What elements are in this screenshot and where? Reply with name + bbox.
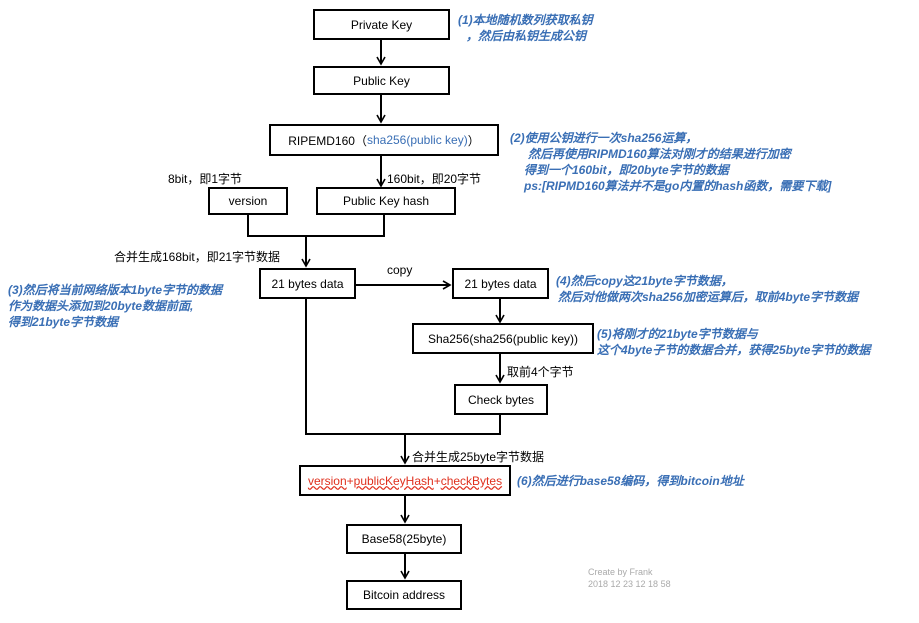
node-label: Sha256(sha256(public key)) [427,331,579,346]
note-line: ps:[RIPMD160算法并不是go内置的hash函数，需要下载] [524,179,832,193]
note-line: (2)使用公钥进行一次sha256运算， [510,131,698,145]
node-base58: Base58(25byte) [346,524,462,554]
note-line: 得到21byte字节数据 [8,315,119,329]
node-21-bytes-right: 21 bytes data [452,268,549,299]
node-public-key-hash: Public Key hash [316,187,456,215]
note-step-3: (3)然后将当前网络版本1byte字节的数据 作为数据头添加到20byte数据前… [8,282,222,330]
node-bitcoin-address: Bitcoin address [346,580,462,610]
merge-21bytes-check [305,298,501,435]
note-line: (1)本地随机数列获取私钥 [458,13,593,27]
node-label: 21 bytes data [271,276,344,291]
note-line: (4)然后copy这21byte字节数据， [556,274,733,288]
node-label-suffix: ） [467,133,480,148]
node-public-key: Public Key [313,66,450,95]
label-merge-168bit: 合并生成168bit，即21字节数据 [114,250,281,264]
note-line: 得到一个160bit，即20byte字节的数据 [524,163,729,177]
concat-plus: + [433,473,441,488]
concat-check-bytes: checkBytes [440,473,503,488]
merge-version-pkh [247,213,385,237]
node-label: Bitcoin address [362,588,446,602]
note-line: (3)然后将当前网络版本1byte字节的数据 [8,283,223,297]
note-line: ，然后由私钥生成公钥 [466,29,587,43]
node-private-key: Private Key [313,9,450,40]
note-step-2: (2)使用公钥进行一次sha256运算， 然后再使用RIPMD160算法对刚才的… [510,130,831,194]
label-copy: copy [387,263,413,277]
note-line: (6)然后进行base58编码，得到bitcoin地址 [517,474,744,488]
label-take-4-bytes: 取前4个字节 [507,365,574,379]
note-step-1: (1)本地随机数列获取私钥 ，然后由私钥生成公钥 [458,12,593,44]
concat-plus: + [346,473,354,488]
node-label: Check bytes [467,392,535,407]
note-line: 然后对他做两次sha256加密运算后，取前4byte字节数据 [558,290,859,304]
node-label: Public Key hash [342,194,430,208]
node-label: Private Key [350,17,413,32]
note-line: (5)将刚才的21byte字节数据与 [597,327,758,341]
node-ripemd160: RIPEMD160（sha256(public key)） [269,124,499,156]
watermark: Create by Frank 2018 12 23 12 18 58 [588,566,671,590]
label-version-bits: 8bit，即1字节 [168,172,243,186]
node-label: Base58(25byte) [361,532,447,546]
note-step-5: (5)将刚才的21byte字节数据与 这个4byte子节的数据合并，获得25by… [597,326,870,358]
node-version: version [208,187,288,215]
node-label: Public Key [353,73,410,88]
node-label: RIPEMD160（ [288,133,367,148]
concat-public-key-hash: publicKeyHash [353,473,434,488]
label-merge-25byte: 合并生成25byte字节数据 [412,450,545,464]
note-line: 作为数据头添加到20byte数据前面, [8,299,194,313]
concat-version: version [307,473,347,488]
node-check-bytes: Check bytes [454,384,548,415]
node-label: 21 bytes data [464,276,537,291]
note-line: 然后再使用RIPMD160算法对刚才的结果进行加密 [528,147,791,161]
label-pkh-bits: 160bit，即20字节 [387,172,482,186]
node-label-inner: sha256(public key) [366,133,468,147]
note-step-4: (4)然后copy这21byte字节数据， 然后对他做两次sha256加密运算后… [556,273,858,305]
watermark-author: Create by Frank [588,567,653,577]
node-label: version [228,194,268,208]
note-line: 这个4byte子节的数据合并，获得25byte字节的数据 [597,343,871,357]
node-concat: version+publicKeyHash+checkBytes [299,465,511,496]
node-double-sha256: Sha256(sha256(public key)) [412,323,594,354]
note-step-6: (6)然后进行base58编码，得到bitcoin地址 [517,473,744,489]
watermark-date: 2018 12 23 12 18 58 [588,579,671,589]
node-21-bytes-left: 21 bytes data [259,268,356,299]
